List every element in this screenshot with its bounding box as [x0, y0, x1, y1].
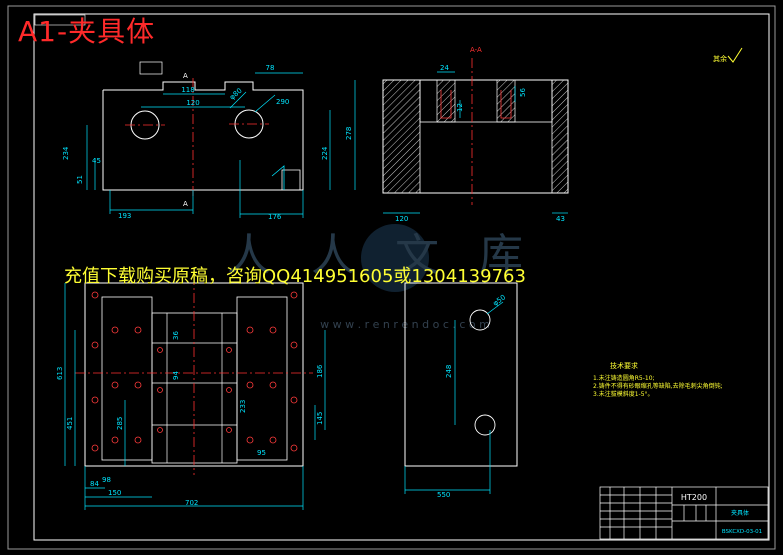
cut-label-a-bottom: A [183, 200, 188, 208]
section-label: A-A [470, 46, 482, 54]
right-view [404, 282, 518, 467]
corner-label-box [34, 14, 86, 26]
top-view-dims [64, 283, 326, 510]
contact-banner: 充值下载购买原稿，咨询QQ414951605或1304139763 [64, 266, 526, 287]
tech-req-1: 1.未注铸造圆角R5-10; [593, 374, 655, 382]
dim-phi80: φ80 [228, 87, 244, 102]
drawing-number-text: BSKCXD-03-01 [722, 529, 762, 535]
dim-176: 176 [268, 213, 282, 221]
cut-label-a-top: A [183, 72, 188, 80]
dim-24: 24 [440, 64, 449, 72]
dim-43: 43 [556, 215, 565, 223]
dim-290: 290 [276, 98, 289, 106]
tech-requirements: 技术要求 1.未注铸造圆角R5-10; 2.铸件不得有砂眼缩孔等缺陷,去除毛刺尖… [593, 361, 723, 398]
dim-36: 36 [172, 331, 180, 340]
section-view [382, 79, 569, 194]
top-view-dim-text: 613 451 285 98 84 150 702 186 145 233 36… [56, 331, 324, 507]
watermark: 人人文库 w w w . r e n r e n d o c . c o m [227, 224, 563, 331]
dim-150: 150 [108, 489, 121, 497]
roughness-note: 其余 [713, 54, 727, 63]
material-text: HT200 [681, 493, 707, 502]
right-view-dims [404, 301, 504, 494]
dim-56: 56 [519, 88, 527, 97]
dim-120b: 120 [395, 215, 408, 223]
front-view-centerline [125, 78, 269, 198]
top-view-holes [91, 291, 298, 452]
dim-193: 193 [118, 212, 131, 220]
dim-278: 278 [345, 127, 353, 140]
dim-84: 84 [90, 480, 99, 488]
dim-451: 451 [66, 417, 74, 430]
dim-45: 45 [92, 157, 101, 165]
top-view-centerline [75, 275, 313, 475]
front-view-dims [86, 72, 356, 218]
dim-613: 613 [56, 367, 64, 380]
tech-req-3: 3.未注拔模斜度1-5°。 [593, 390, 654, 398]
dim-702: 702 [185, 499, 198, 507]
part-name-text: 夹具体 [731, 509, 749, 517]
dim-145: 145 [316, 412, 324, 425]
dim-234: 234 [62, 146, 70, 160]
cut-markers-a: A A [183, 72, 188, 208]
drawing-title: A1-夹具体 [18, 15, 156, 48]
inner-frame [33, 13, 770, 541]
dim-98: 98 [102, 476, 111, 484]
dim-285: 285 [116, 417, 124, 430]
dim-224: 224 [321, 146, 329, 160]
outer-frame [7, 5, 776, 550]
dim-phi50: φ50 [492, 293, 508, 307]
front-view [102, 61, 304, 191]
dim-233: 233 [239, 400, 247, 413]
dim-120: 120 [186, 99, 199, 107]
section-view-dim-text: 24 56 12 120 43 [395, 64, 565, 223]
roughness-check-icon [727, 47, 743, 63]
watermark-text: 人人文库 [227, 230, 563, 281]
tech-req-title: 技术要求 [610, 361, 638, 370]
title-block [599, 486, 769, 540]
dim-94: 94 [172, 371, 180, 380]
dim-95: 95 [257, 449, 266, 457]
dim-78: 78 [266, 64, 275, 72]
section-view-dims [383, 71, 568, 214]
tech-req-2: 2.铸件不得有砂眼缩孔等缺陷,去除毛刺尖角倒钝; [593, 382, 723, 390]
title-block-text: HT200 夹具体 BSKCXD-03-01 [681, 493, 762, 535]
dim-186: 186 [316, 364, 324, 378]
dim-248: 248 [445, 365, 453, 378]
dim-118: 118 [181, 86, 194, 94]
dim-51: 51 [76, 175, 84, 184]
front-view-dim-text: 118 120 78 290 φ80 234 51 45 224 278 193… [62, 64, 353, 221]
dim-12: 12 [456, 103, 464, 112]
dim-550: 550 [437, 491, 450, 499]
